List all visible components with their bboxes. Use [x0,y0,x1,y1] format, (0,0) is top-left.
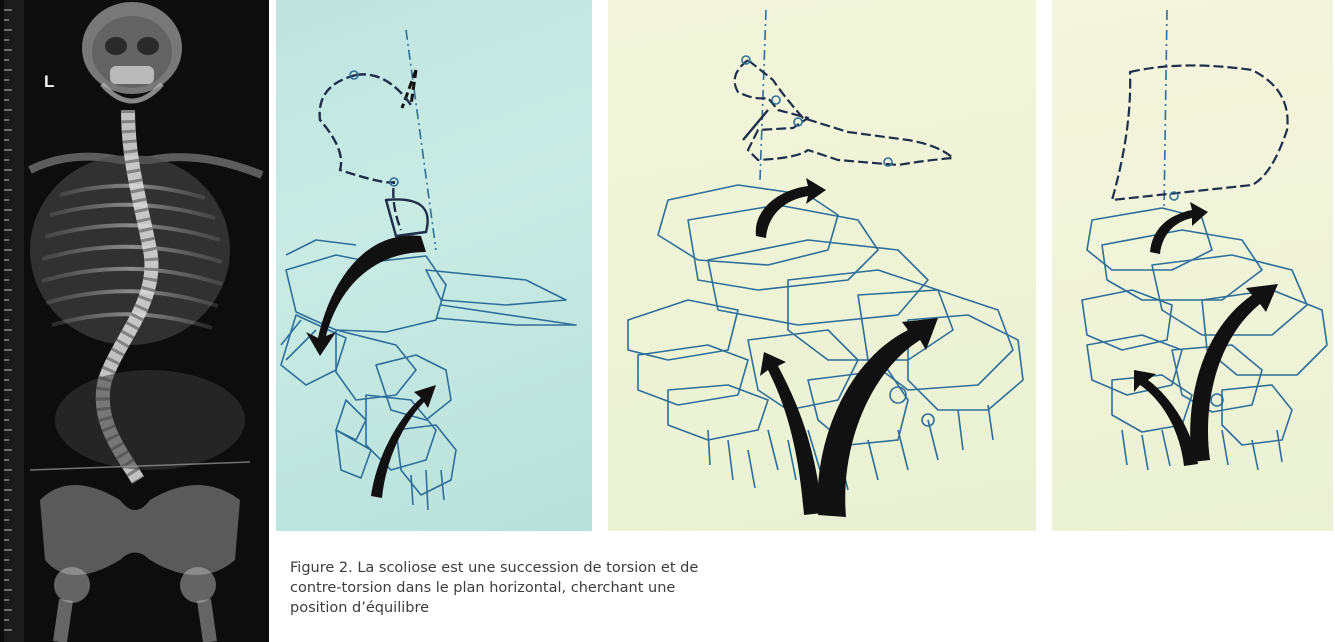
torsion-diagram-panel-3 [1052,0,1333,531]
torsion-diagram-panel-2 [608,0,1036,531]
torsion-diagram-panel-1 [276,0,592,531]
caption-line-1: Figure 2. La scoliose est une succession… [290,558,770,578]
ruler-scale [4,0,24,642]
caption-line-2: contre-torsion dans le plan horizontal, … [290,578,770,598]
side-marker-label: L [44,72,54,92]
spine-xray-image: L [0,0,269,642]
caption-line-3: position d’équilibre [290,598,770,618]
figure-caption: Figure 2. La scoliose est une succession… [290,558,770,618]
